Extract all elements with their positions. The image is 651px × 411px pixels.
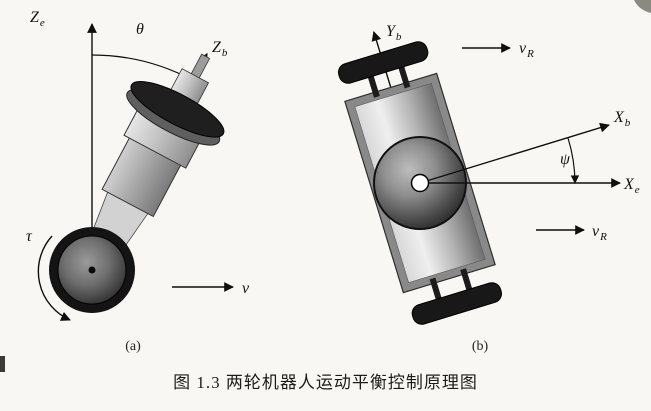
theta-label: θ [136, 21, 144, 38]
axis-xb-line [419, 122, 610, 184]
scan-smudge-top-right [634, 0, 651, 13]
vr-bottom-label: vR [592, 223, 607, 243]
subfigure-a-tag: (a) [125, 339, 141, 354]
scan-mark-left-edge [0, 356, 5, 372]
wheel-hub [88, 266, 96, 274]
vr-top-label: vR [519, 40, 534, 60]
robot-side-assembly [89, 52, 225, 271]
axis-yb-label: Yb [386, 23, 402, 43]
tau-label: τ [26, 228, 33, 245]
subfigure-b: Yb vR Xb ψ Xe vR (b) [337, 23, 640, 354]
psi-angle-arc [567, 137, 580, 184]
center-pivot [410, 173, 430, 193]
subfigure-b-tag: (b) [472, 339, 489, 354]
subfigure-a: Ze θ Zb τ v (a) [26, 9, 250, 354]
flywheel-disc [130, 81, 225, 138]
psi-label: ψ [560, 151, 571, 168]
axis-ze-label: Ze [30, 9, 45, 29]
right-wheel-top-view [411, 282, 503, 325]
torque-arrow-arc [37, 235, 71, 321]
figure-caption: 图 1.3 两轮机器人运动平衡控制原理图 [173, 373, 478, 392]
left-wheel-top-view [337, 41, 429, 84]
axis-xb-label: Xb [613, 109, 631, 129]
axis-zb-label: Zb [212, 39, 228, 59]
v-label: v [242, 280, 250, 297]
axis-xe-label: Xe [623, 176, 640, 196]
